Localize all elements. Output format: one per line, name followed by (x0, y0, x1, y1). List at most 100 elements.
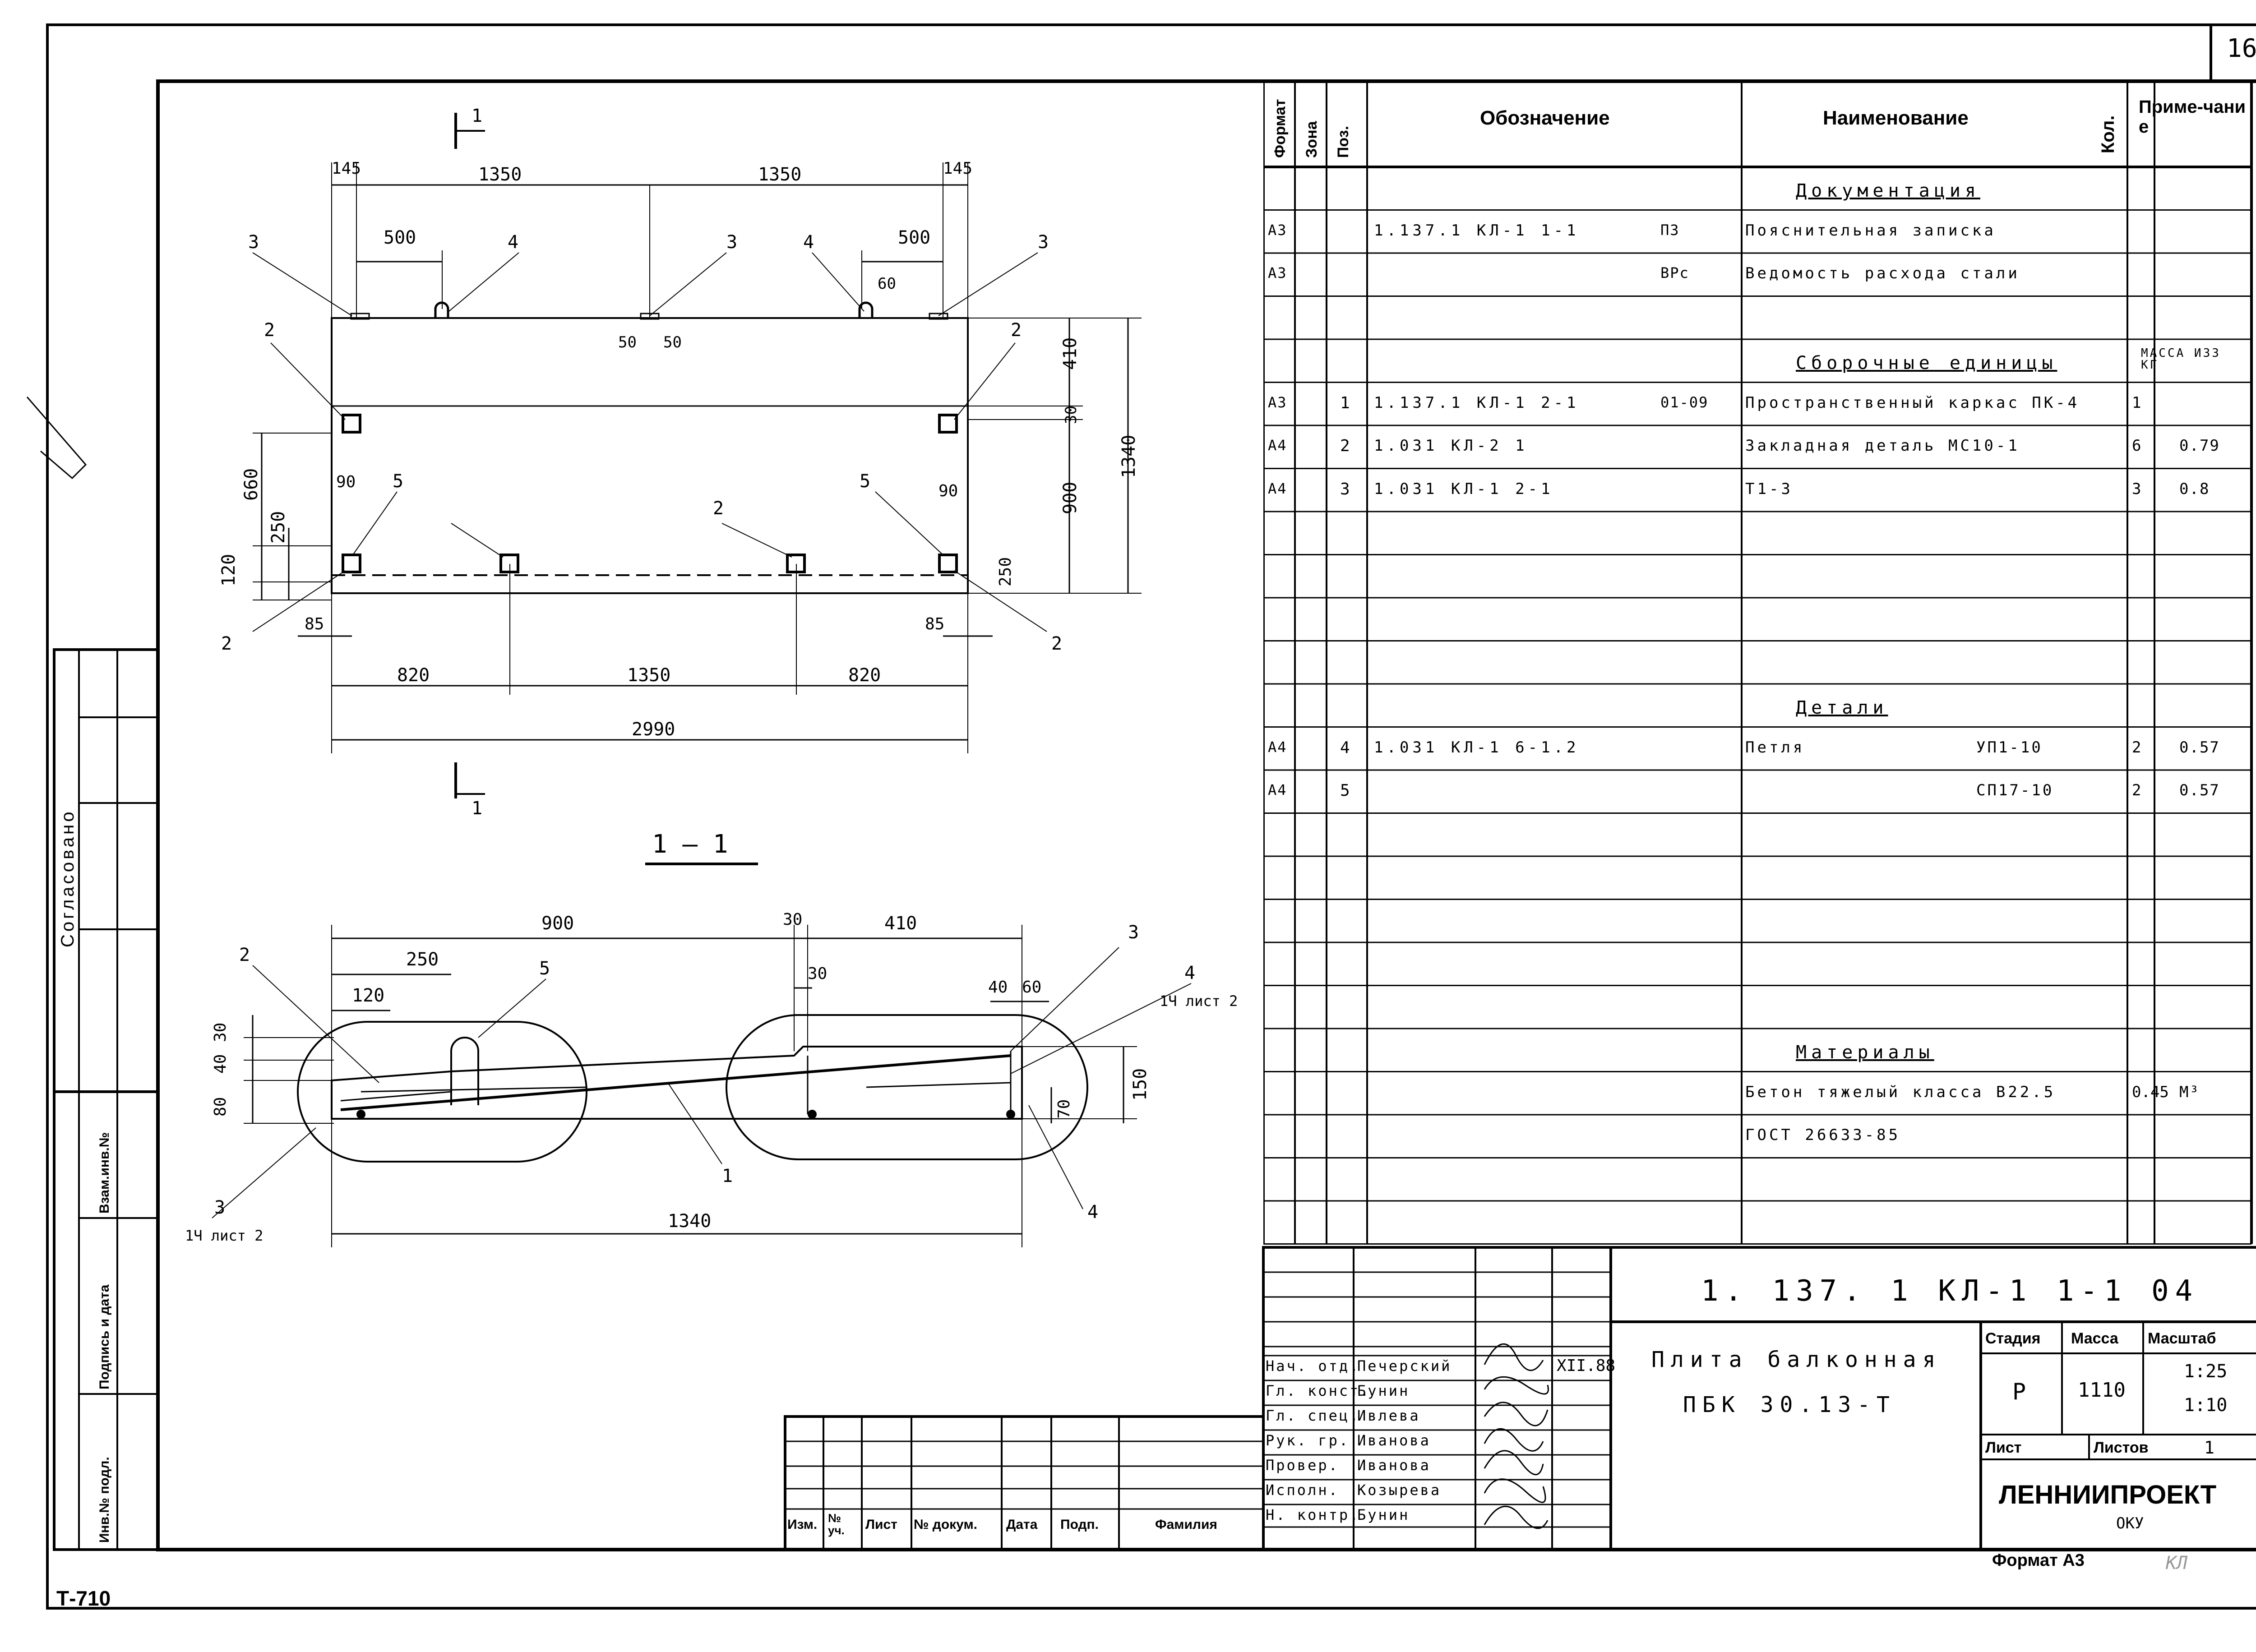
signer-name: Печерский (1357, 1357, 1452, 1375)
section-dim-40: 40 (988, 978, 1008, 997)
plan-callout-2-b: 2 (1011, 320, 1022, 341)
spec-section-title: Материалы (1796, 1042, 1934, 1063)
plan-callout-4-b: 4 (803, 232, 814, 253)
scale-value-1: 1:25 (2184, 1361, 2228, 1382)
section-dim-80-left: 80 (211, 1097, 230, 1117)
spec-cell-qty: 2 (2132, 781, 2141, 799)
scale-label: Масштаб (2148, 1330, 2216, 1347)
spec-header-note: Приме-чание (2139, 97, 2246, 137)
spec-cell-format: А3 (1268, 393, 1287, 411)
spec-cell-qty: 6 (2132, 437, 2141, 455)
spec-cell-qty: 0.45 (2132, 1083, 2169, 1101)
spec-cell-suffix: 01-09 (1660, 393, 1709, 411)
section-title: 1 — 1 (652, 830, 728, 859)
spec-cell-qty: 3 (2132, 480, 2141, 498)
sheets-label: Листов (2094, 1439, 2149, 1456)
spec-cell-designation: 1.137.1 КЛ-1 2-1 (1374, 393, 1580, 412)
spec-cell-note: 0.57 (2179, 738, 2220, 757)
signer-name: Бунин (1357, 1382, 1410, 1399)
plan-dim-820-a: 820 (397, 665, 430, 686)
spec-cell-qty: 2 (2132, 738, 2141, 757)
plan-callout-2-d: 2 (221, 633, 232, 654)
plan-dim-1340: 1340 (1119, 435, 1139, 478)
spec-cell-sub: СП17-10 (1976, 781, 2054, 799)
plan-section-mark: 1 (472, 106, 482, 126)
spec-cell-format: А4 (1268, 437, 1287, 454)
spec-cell-pos: 4 (1340, 738, 1356, 757)
stage-label: Стадия (1985, 1330, 2041, 1347)
spec-cell-name: Закладная деталь МС10-1 (1745, 437, 2020, 455)
spec-cell-name: Петля (1745, 738, 1805, 757)
rev-header-surname: Фамилия (1155, 1517, 1217, 1532)
signer-name: Бунин (1357, 1506, 1410, 1523)
spec-section-title: Сборочные единицы (1796, 353, 2057, 374)
spec-cell-name: ГОСТ 26633-85 (1745, 1126, 1901, 1144)
rev-header-uch: № уч. (828, 1511, 845, 1537)
spec-cell-pos: 1 (1340, 393, 1356, 412)
corner-mark: КЛ (2166, 1553, 2188, 1574)
plan-dim-410: 410 (1060, 337, 1081, 370)
plan-dim-145-b: 145 (943, 159, 972, 178)
section-dim-30-b: 30 (808, 964, 827, 983)
signer-role: Рук. гр. (1266, 1432, 1350, 1449)
spec-cell-suffix: ВРс (1660, 264, 1689, 281)
section-dim-410: 410 (884, 913, 917, 934)
section-callout-1: 1 (722, 1166, 733, 1186)
signer-role: Провер. (1266, 1457, 1339, 1474)
spec-cell-note: 0.79 (2179, 437, 2220, 455)
plan-dim-250-r: 250 (996, 557, 1015, 586)
section-dim-30-a: 30 (783, 910, 802, 929)
section-dim-40-left: 40 (211, 1054, 230, 1074)
page-number: 16 (2227, 34, 2256, 63)
plate-2-f (938, 554, 958, 573)
rev-header-date: Дата (1006, 1517, 1038, 1532)
loop-4-b (858, 301, 874, 318)
plan-dim-820-b: 820 (848, 665, 881, 686)
plan-callout-2-e: 2 (1051, 633, 1062, 654)
spec-cell-pos: 3 (1340, 480, 1356, 498)
plan-dim-120: 120 (218, 554, 239, 586)
plan-callout-3-b: 3 (726, 232, 737, 253)
spec-cell-designation: 1.137.1 КЛ-1 1-1 (1374, 221, 1580, 240)
spec-cell-designation: 1.031 КЛ-2 1 (1374, 437, 1528, 455)
spec-cell-format: А3 (1268, 221, 1287, 239)
spec-cell-suffix: ПЗ (1660, 221, 1680, 239)
spec-cell-format: А4 (1268, 738, 1287, 756)
plan-dim-85-b: 85 (925, 615, 944, 633)
section-callout-2: 2 (239, 945, 250, 965)
plan-dim-500-b: 500 (898, 227, 930, 248)
section-callout-4-a-note: 1Ч лист 2 (1160, 992, 1238, 1010)
section-dim-150: 150 (1130, 1068, 1151, 1101)
rev-header-izm: Изм. (787, 1517, 818, 1532)
plan-section-mark-2: 1 (472, 798, 482, 819)
title-line-2: ПБК 30.13-Т (1683, 1392, 1896, 1417)
section-dim-60: 60 (1022, 978, 1041, 997)
organization: ЛЕННИИПРОЕКТ (1999, 1480, 2217, 1509)
plan-callout-4-a: 4 (508, 232, 518, 253)
plan-callout-3-c: 3 (1038, 232, 1049, 253)
section-callout-3-b-note: 1Ч лист 2 (185, 1227, 263, 1244)
spec-cell-format: А3 (1268, 264, 1287, 281)
stage-value: Р (2012, 1379, 2026, 1405)
signer-name: Иванова (1357, 1457, 1431, 1474)
spec-cell-note: 0.57 (2179, 781, 2220, 799)
section-dim-120: 120 (352, 985, 384, 1006)
plan-dim-90-b: 90 (938, 482, 958, 500)
spec-cell-name: Бетон тяжелый класса В22.5 (1745, 1083, 2056, 1101)
section-callout-5: 5 (539, 958, 550, 979)
plan-callout-3-a: 3 (248, 232, 259, 253)
plan-dim-1350-b: 1350 (758, 164, 801, 185)
spec-cell-qty: 1 (2132, 393, 2141, 412)
plate-2-b (938, 414, 958, 434)
spec-section-title: Детали (1796, 697, 1888, 718)
spec-cell-name: Пояснительная записка (1745, 221, 1996, 240)
section-dim-70: 70 (1055, 1099, 1073, 1119)
plan-dim-50-b: 50 (663, 333, 682, 351)
signer-name: Козырева (1357, 1481, 1442, 1499)
signer-name: Иванова (1357, 1432, 1431, 1449)
section-dim-1340: 1340 (668, 1211, 711, 1232)
section-dim-30-left: 30 (211, 1023, 230, 1042)
signer-role: Исполн. (1266, 1481, 1339, 1499)
plan-drawing: 1 1 145 1350 1350 145 500 500 60 50 50 4… (185, 106, 1238, 1247)
spec-cell-sub: УП1-10 (1976, 738, 2043, 757)
